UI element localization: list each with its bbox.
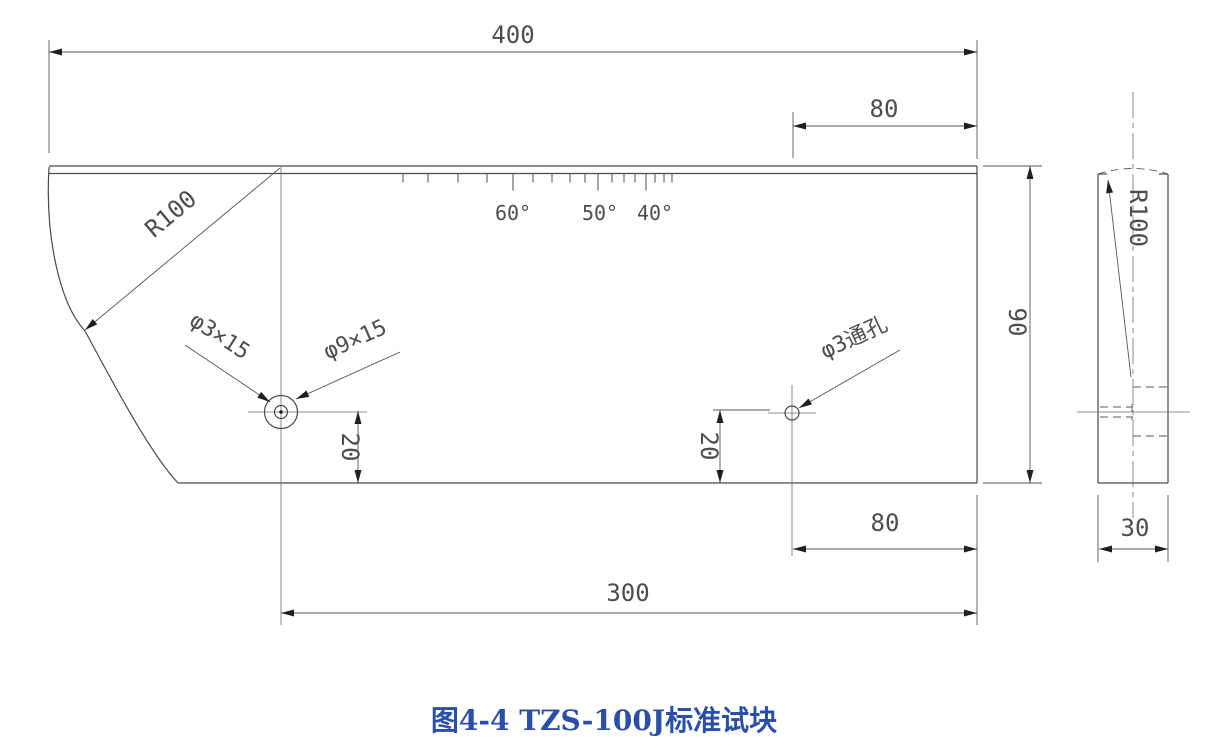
figure-caption: 图4-4 TZS-100J标准试块 <box>431 704 777 737</box>
dim-20-left-label: 20 <box>336 433 364 462</box>
side-top-arc <box>1097 168 1169 175</box>
angle-label-40: 40° <box>637 201 673 225</box>
hole2-circle <box>784 405 800 421</box>
dimension-lines <box>48 40 1169 625</box>
hole1-large-label: φ9×15 <box>320 315 391 365</box>
r100-leader <box>84 167 281 331</box>
hole1-large-leader <box>295 351 401 400</box>
dim-400-label: 400 <box>491 21 534 49</box>
dim-90-label: 90 <box>1003 308 1031 337</box>
hole1-small-label: φ3×15 <box>185 308 254 365</box>
dim-80-bottom-label: 80 <box>871 509 900 537</box>
dim-300-label: 300 <box>606 579 649 607</box>
r100-label: R100 <box>140 185 202 244</box>
side-r100-label: R100 <box>1124 189 1152 247</box>
hole2-leader <box>798 349 901 409</box>
front-view-outline <box>47 165 978 484</box>
dim-30-label: 30 <box>1121 514 1150 542</box>
leader-lines <box>84 167 901 409</box>
arrowheads <box>49 48 1168 617</box>
side-view <box>1077 92 1190 518</box>
dim-80-top-label: 80 <box>870 95 899 123</box>
r100-arc-edge <box>47 166 179 484</box>
angle-label-50: 50° <box>582 201 618 225</box>
angle-scale <box>402 173 673 191</box>
angle-label-60: 60° <box>495 201 531 225</box>
hole2-label: φ3通孔 <box>817 312 891 364</box>
hole1-counterbore <box>248 166 367 625</box>
hole1-small-circle <box>273 404 289 420</box>
side-r100-leader <box>1107 179 1132 378</box>
hole1-small-leader <box>184 344 271 403</box>
dim-20-right-label: 20 <box>695 432 723 461</box>
hole2-through <box>768 385 816 556</box>
hole1-large-circle <box>263 394 299 430</box>
